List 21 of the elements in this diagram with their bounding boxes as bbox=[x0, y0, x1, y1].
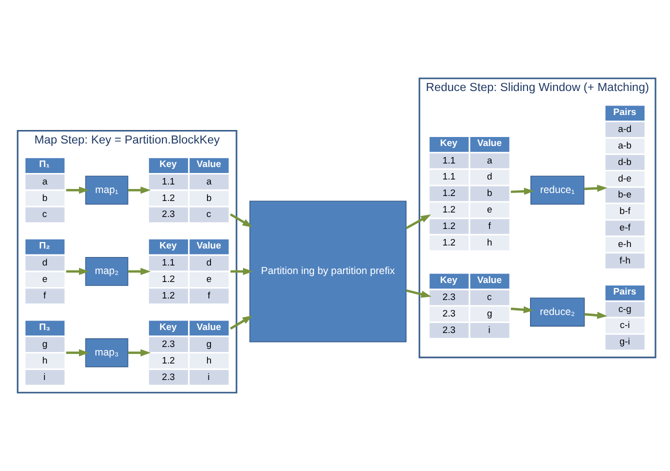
arrow bbox=[230, 315, 253, 330]
arrow bbox=[230, 213, 253, 228]
arrow bbox=[584, 312, 608, 319]
arrow bbox=[510, 306, 534, 314]
arrow bbox=[510, 188, 534, 195]
node-box: Partition ing by partition prefix bbox=[249, 200, 407, 342]
node-box: map₁ bbox=[85, 176, 128, 205]
arrow bbox=[128, 349, 151, 356]
node-box: map₂ bbox=[85, 257, 128, 286]
arrow bbox=[66, 349, 90, 356]
arrow bbox=[66, 186, 90, 194]
node-box: reduce₂ bbox=[530, 298, 585, 327]
node-box: map₃ bbox=[85, 338, 128, 368]
arrow bbox=[584, 184, 608, 192]
arrow bbox=[230, 268, 254, 276]
arrow bbox=[406, 214, 431, 230]
arrow bbox=[128, 186, 151, 194]
arrow bbox=[66, 268, 90, 276]
arrow bbox=[406, 289, 432, 298]
arrow bbox=[128, 268, 151, 276]
node-box: reduce₁ bbox=[530, 176, 584, 205]
